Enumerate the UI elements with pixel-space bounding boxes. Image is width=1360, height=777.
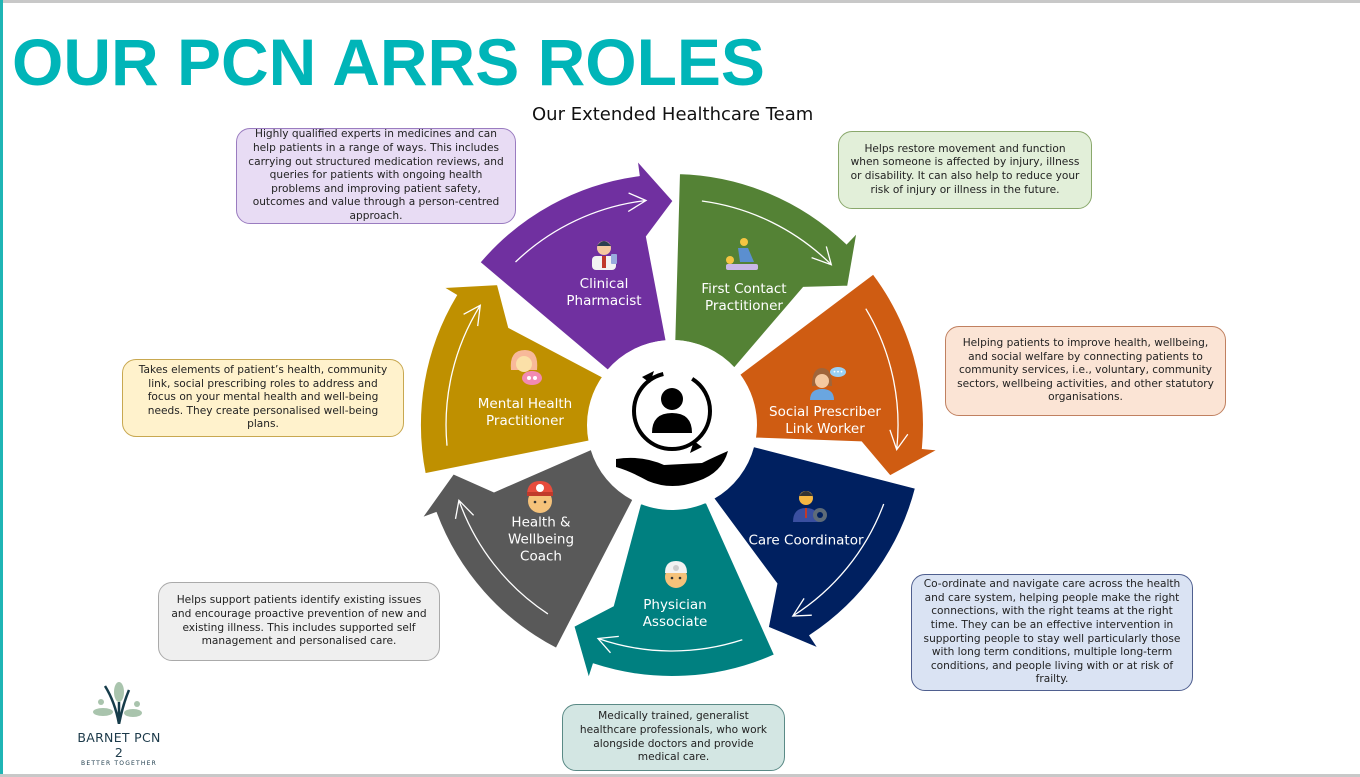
wheel-segment-care-coordinator [711, 444, 918, 652]
role-label-text: Health & Wellbeing Coach [507, 514, 575, 565]
description-physician-associate: Medically trained, generalist healthcare… [562, 704, 785, 771]
role-label-social-prescriber: Social Prescriber Link Worker [755, 404, 895, 438]
role-label-physician-associate: Physician Associate [635, 597, 715, 631]
logo-tagline: BETTER TOGETHER [81, 760, 157, 767]
wheel-inner-arrow [515, 192, 648, 263]
pharmacist-icon [592, 241, 617, 270]
left-accent-border [0, 0, 3, 777]
physician-icon [665, 561, 687, 588]
description-social-prescriber: Helping patients to improve health, well… [945, 326, 1226, 416]
role-label-mental-health: Mental Health Practitioner [475, 396, 575, 430]
role-label-text: Mental Health Practitioner [477, 396, 573, 429]
logo-name: BARNET PCN 2 [77, 730, 161, 760]
top-border [0, 0, 1360, 3]
link-worker-icon: ••• [810, 367, 846, 400]
wheel-inner-arrow [596, 635, 743, 654]
physiotherapy-icon [726, 238, 758, 270]
description-mental-health: Takes elements of patient’s health, comm… [122, 359, 404, 437]
role-label-text: Social Prescriber Link Worker [769, 404, 881, 437]
role-label-first-contact-practitioner: First Contact Practitioner [699, 281, 789, 315]
role-label-wellbeing-coach: Health & Wellbeing Coach [486, 515, 596, 566]
coach-icon [527, 481, 553, 513]
wheel-inner-arrow [454, 498, 549, 615]
role-label-text: Clinical Pharmacist [566, 276, 642, 309]
role-label-text: First Contact Practitioner [701, 281, 787, 314]
role-label-care-coordinator: Care Coordinator [748, 532, 864, 549]
description-care-coordinator: Co-ordinate and navigate care across the… [911, 574, 1193, 691]
diagram-subtitle: Our Extended Healthcare Team [532, 104, 814, 125]
wheel-inner-arrow [865, 308, 909, 451]
wheel-inner-arrow [445, 304, 482, 446]
role-label-text: Physician Associate [642, 597, 708, 630]
barnet-pcn-logo: BARNET PCN 2 BETTER TOGETHER [74, 682, 164, 767]
wheel-inner-arrow [791, 503, 885, 617]
wheel-inner-arrow [701, 200, 833, 266]
care-coordinator-icon [793, 491, 827, 522]
description-wellbeing-coach: Helps support patients identify existing… [158, 582, 440, 661]
care-hand-person-icon [616, 371, 728, 486]
description-first-contact-practitioner: Helps restore movement and function when… [838, 131, 1092, 209]
role-label-clinical-pharmacist: Clinical Pharmacist [564, 276, 644, 310]
page-title: OUR PCN ARRS ROLES [12, 25, 765, 99]
mental-health-icon [510, 350, 542, 385]
bottom-border [0, 774, 1360, 777]
wheel-segment-physician-associate [572, 500, 777, 684]
description-clinical-pharmacist: Highly qualified experts in medicines an… [236, 128, 516, 224]
wheel-segment-health-wellbeing-coach [418, 447, 635, 651]
svg-text:•••: ••• [833, 369, 844, 376]
leaf-logo-icon [93, 682, 142, 725]
